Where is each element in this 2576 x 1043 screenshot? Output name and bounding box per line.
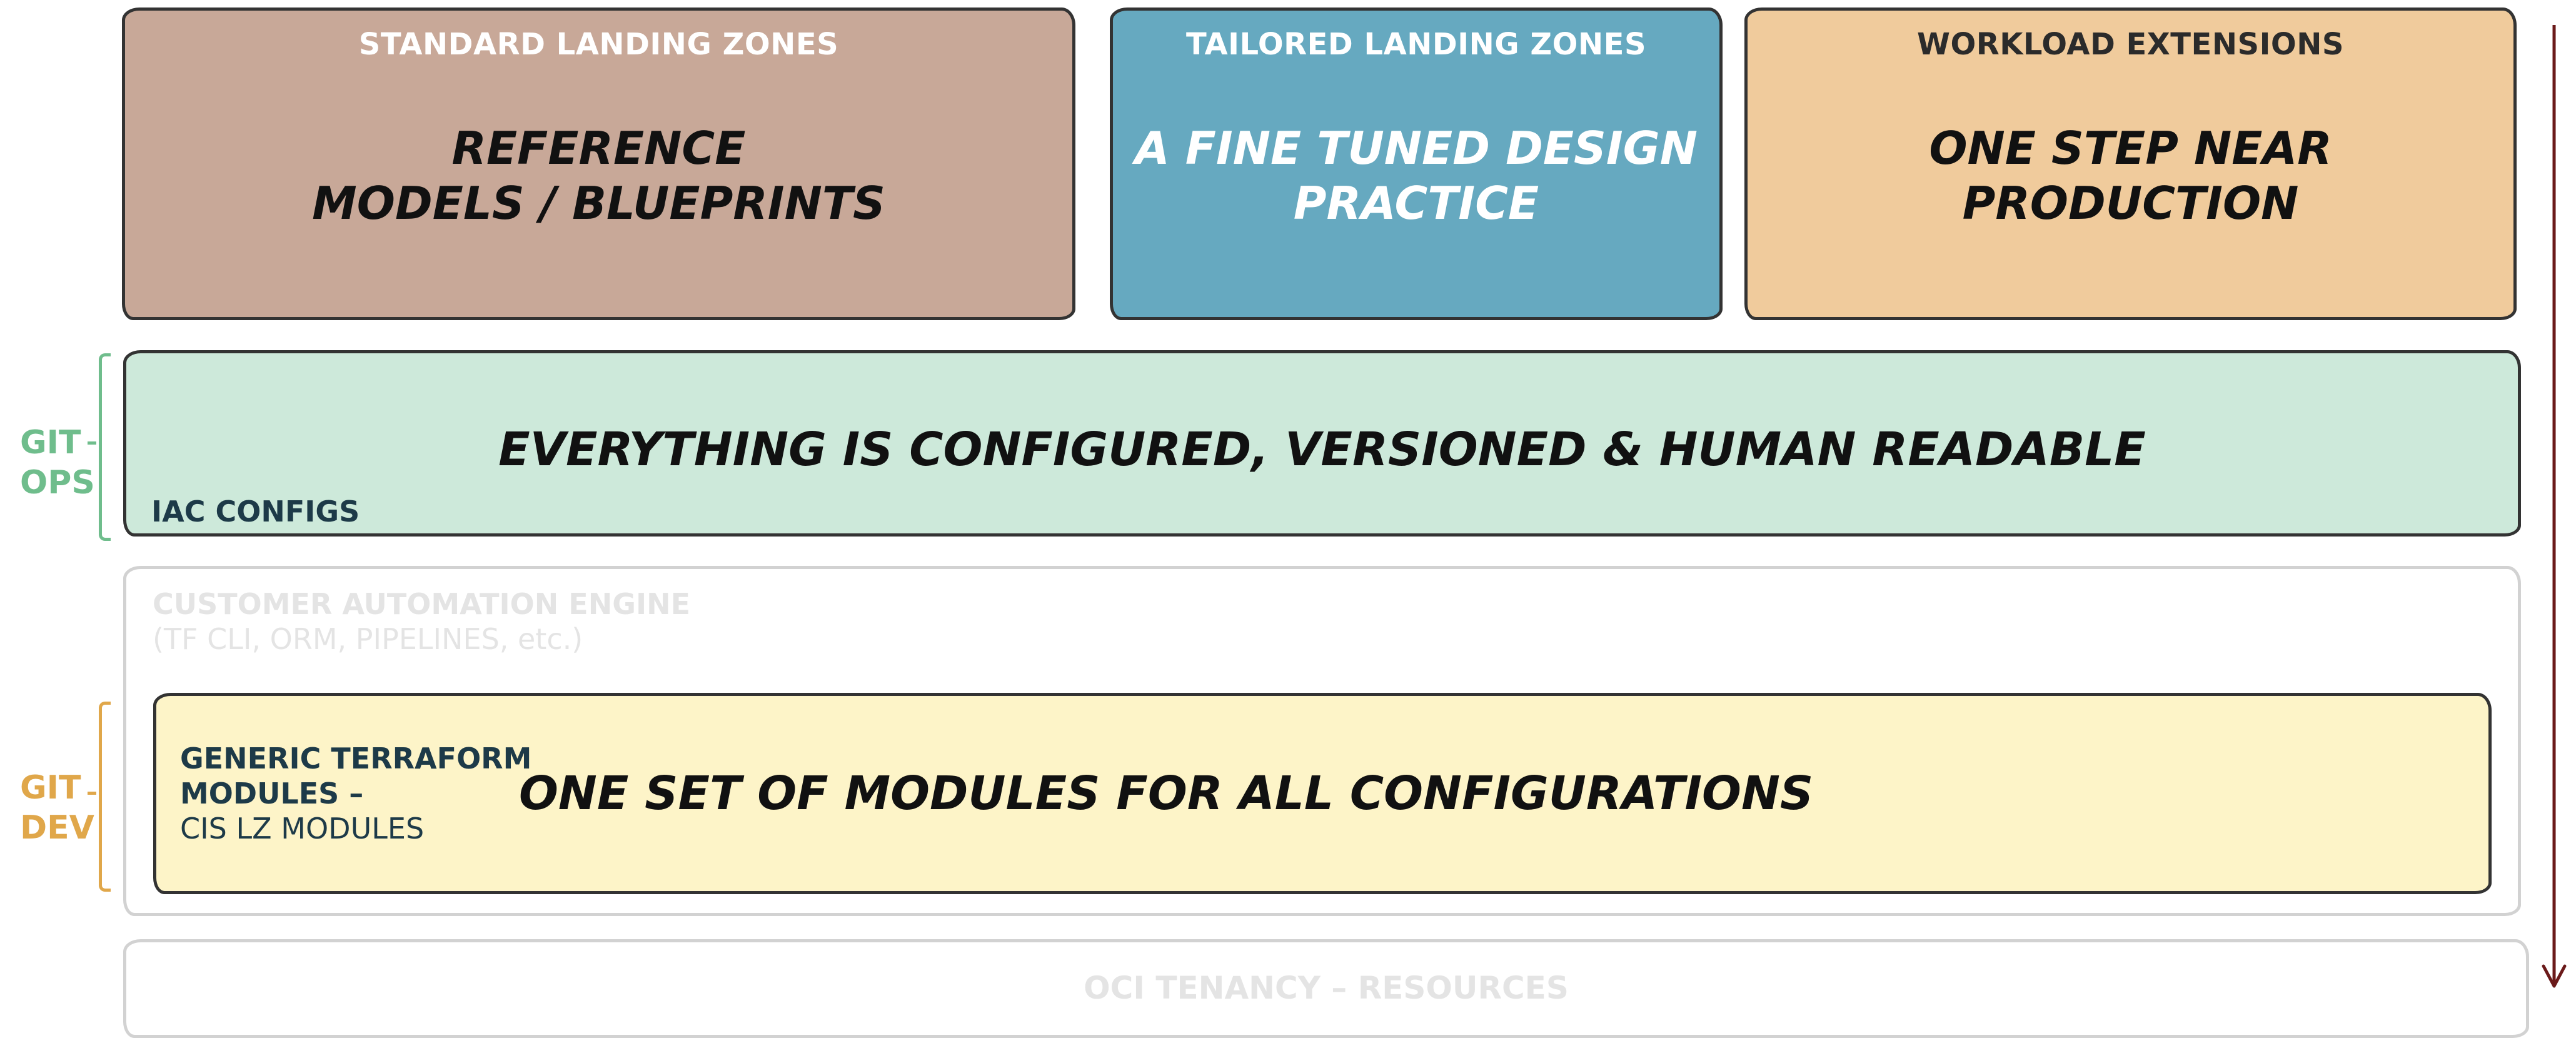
tailored-title-line1: A FINE TUNED DESIGN xyxy=(1134,122,1698,174)
workload-extensions-box: WORKLOAD EXTENSIONS ONE STEP NEAR PRODUC… xyxy=(1744,8,2517,320)
arrow-head xyxy=(2542,964,2567,988)
tailored-landing-zones-box: TAILORED LANDING ZONES A FINE TUNED DESI… xyxy=(1110,8,1723,320)
customer-automation-engine-subtitle: (TF CLI, ORM, PIPELINES, etc.) xyxy=(153,622,583,656)
modules-label-line3: CIS LZ MODULES xyxy=(180,812,425,845)
oci-tenancy-resources-box: OCI TENANCY – RESOURCES xyxy=(123,939,2529,1038)
modules-title: ONE SET OF MODULES FOR ALL CONFIGURATION… xyxy=(519,767,1814,820)
iac-configs-title: EVERYTHING IS CONFIGURED, VERSIONED & HU… xyxy=(498,423,2146,476)
customer-automation-engine-title: CUSTOMER AUTOMATION ENGINE xyxy=(153,587,691,621)
tailored-title-line2: PRACTICE xyxy=(1293,177,1539,229)
gitdev-bracket-nub xyxy=(88,792,96,795)
workload-extensions-title: ONE STEP NEAR PRODUCTION xyxy=(1748,121,2513,231)
gitdev-label-line1: GIT xyxy=(20,769,81,807)
workload-title-line2: PRODUCTION xyxy=(1962,177,2299,229)
oci-tenancy-resources-label: OCI TENANCY – RESOURCES xyxy=(1084,970,1569,1006)
gitops-label-line2: OPS xyxy=(20,464,95,501)
gitdev-label-line2: DEV xyxy=(20,809,94,847)
modules-label: GENERIC TERRAFORM MODULES – CIS LZ MODUL… xyxy=(180,741,531,846)
gitops-bracket-nub xyxy=(88,441,96,445)
tailored-landing-zones-title: A FINE TUNED DESIGN PRACTICE xyxy=(1113,121,1719,231)
gitops-label-line1: GIT xyxy=(20,424,81,461)
workload-title-line1: ONE STEP NEAR xyxy=(1929,122,2332,174)
workload-extensions-label: WORKLOAD EXTENSIONS xyxy=(1917,27,2344,62)
gitdev-bracket xyxy=(99,702,111,892)
iac-configs-label: IAC CONFIGS xyxy=(151,495,360,528)
tailored-landing-zones-label: TAILORED LANDING ZONES xyxy=(1185,27,1647,62)
gitdev-label: GIT DEV xyxy=(20,768,94,848)
iac-configs-box: EVERYTHING IS CONFIGURED, VERSIONED & HU… xyxy=(123,350,2521,537)
generic-terraform-modules-box: GENERIC TERRAFORM MODULES – CIS LZ MODUL… xyxy=(153,693,2492,894)
standard-title-line2: MODELS / BLUEPRINTS xyxy=(312,177,885,229)
gitops-label: GIT OPS xyxy=(20,423,95,503)
standard-title-line1: REFERENCE xyxy=(451,122,746,174)
standard-landing-zones-title: REFERENCE MODELS / BLUEPRINTS xyxy=(125,121,1072,231)
standard-landing-zones-label: STANDARD LANDING ZONES xyxy=(358,27,839,62)
flow-down-arrow xyxy=(2542,25,2567,988)
modules-label-line1: GENERIC TERRAFORM xyxy=(180,742,532,775)
gitops-bracket xyxy=(99,353,111,541)
modules-label-line2: MODULES – xyxy=(180,777,364,810)
standard-landing-zones-box: STANDARD LANDING ZONES REFERENCE MODELS … xyxy=(122,8,1075,320)
